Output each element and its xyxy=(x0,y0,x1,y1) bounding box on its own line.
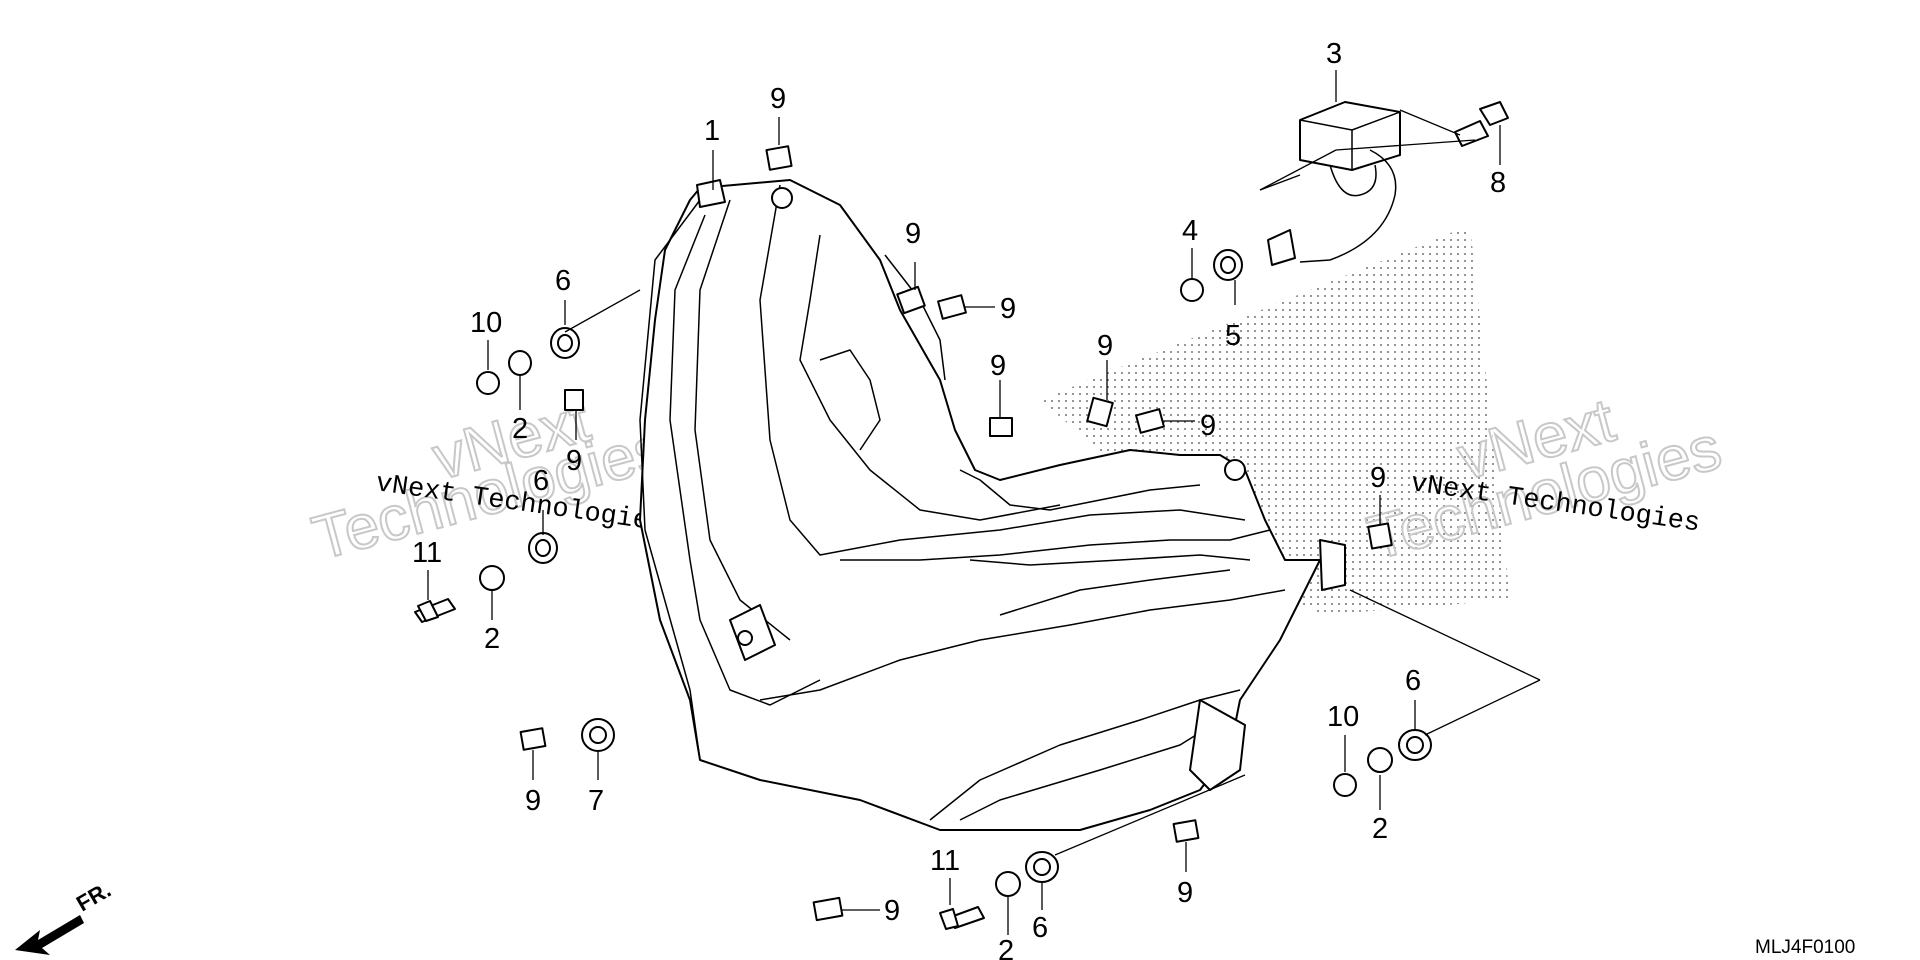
callout-11-bottom: 11 xyxy=(930,845,960,877)
callout-9-mid-right: 9 xyxy=(1097,330,1113,362)
callout-9-center-left: 9 xyxy=(905,218,921,250)
callout-9-mid: 9 xyxy=(990,350,1006,382)
callout-2-upper-left: 2 xyxy=(512,413,528,445)
diagram-code: MLJ4F0100 xyxy=(1755,937,1855,958)
leader-lines xyxy=(427,70,1541,935)
callout-3: 3 xyxy=(1326,38,1342,70)
callout-6-upper-left: 6 xyxy=(555,265,571,297)
bolt-11-left xyxy=(414,598,456,623)
headlight-assembly xyxy=(639,179,1346,831)
callout-9-bottom-left: 9 xyxy=(525,785,541,817)
bolt-8 xyxy=(1454,101,1509,147)
callout-6-right: 6 xyxy=(1405,665,1421,697)
bolt-11-bottom xyxy=(939,906,985,930)
callout-9-center-right: 9 xyxy=(1000,293,1016,325)
callout-9-right-clip: 9 xyxy=(1200,410,1216,442)
front-direction-label: FR. xyxy=(72,877,115,916)
callout-5: 5 xyxy=(1225,320,1241,352)
callout-2-left: 2 xyxy=(484,623,500,655)
callout-9-bottom-right: 9 xyxy=(1177,877,1193,909)
callout-6-left: 6 xyxy=(533,465,549,497)
callout-9-left-upper: 9 xyxy=(566,445,582,477)
callout-10-upper-left: 10 xyxy=(470,307,502,339)
callout-11-left: 11 xyxy=(412,537,442,569)
callout-8: 8 xyxy=(1490,167,1506,199)
arrow-icon xyxy=(15,915,84,955)
callout-2-bottom: 2 xyxy=(998,935,1014,960)
clips-9 xyxy=(519,145,1393,922)
light-beam-dotted-area xyxy=(1040,225,1510,615)
callout-9-bottom-center: 9 xyxy=(884,895,900,927)
front-direction-arrow: FR. xyxy=(15,877,115,955)
callout-7: 7 xyxy=(588,785,604,817)
callout-9-top: 9 xyxy=(770,83,786,115)
callout-6-bottom: 6 xyxy=(1032,912,1048,944)
callout-1: 1 xyxy=(704,115,720,147)
callout-4: 4 xyxy=(1182,215,1198,247)
socket-part xyxy=(1267,101,1401,266)
callout-2-right: 2 xyxy=(1372,813,1388,845)
fasteners xyxy=(476,249,1432,897)
callout-labels: 1 3 8 4 5 9 9 9 9 9 9 9 9 9 9 9 9 6 6 6 … xyxy=(412,38,1506,960)
callout-10-right: 10 xyxy=(1327,701,1359,733)
callout-9-far-right: 9 xyxy=(1370,462,1386,494)
